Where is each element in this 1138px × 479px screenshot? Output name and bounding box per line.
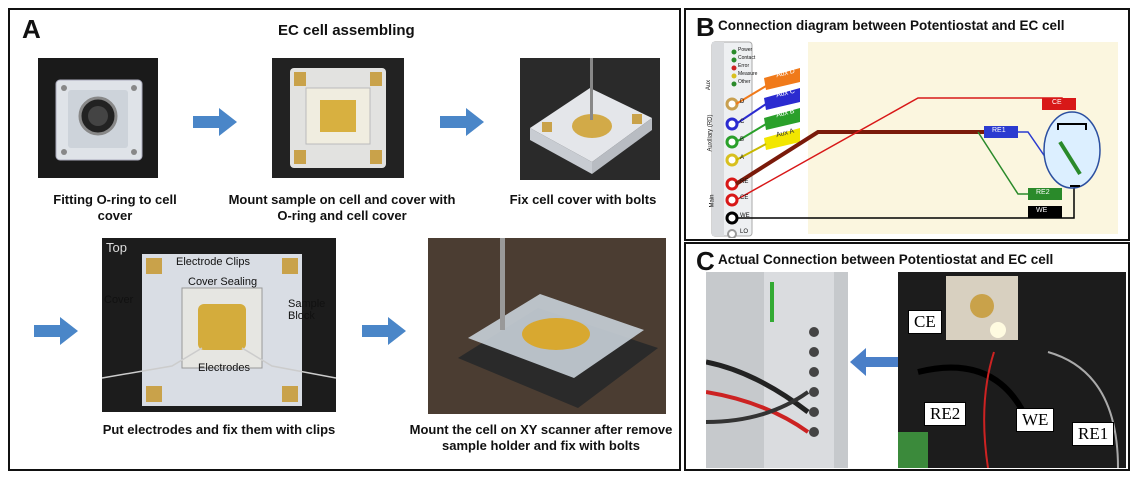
- photo-potentiostat: [706, 272, 848, 468]
- port-ce: CE: [740, 195, 749, 201]
- step-2-caption: Mount sample on cell and cover with O-ri…: [228, 192, 456, 223]
- panel-b-letter: B: [696, 12, 715, 42]
- legend-other: Other: [738, 79, 751, 85]
- photo-xy-scanner: [428, 238, 666, 414]
- port-lo: LO: [740, 229, 749, 235]
- arrow-right-icon: [440, 108, 484, 136]
- panel-a: A EC cell assembling Fitting O-ring to c…: [8, 8, 681, 471]
- legend-contact: Contact: [738, 55, 756, 61]
- label-re2: RE2: [924, 402, 967, 426]
- panel-a-title: EC cell assembling: [278, 22, 415, 39]
- step-4-caption: Put electrodes and fix them with clips: [102, 422, 336, 437]
- annotation-cover: Cover: [104, 294, 134, 306]
- photo-mount-sample: [272, 58, 404, 178]
- annotation-cover-sealing: Cover Sealing: [188, 276, 258, 288]
- arrow-right-icon: [362, 317, 406, 345]
- port-b: B: [740, 137, 745, 143]
- electrodes-illustration: [102, 254, 336, 406]
- arrow-right-icon: [34, 317, 78, 345]
- oring-cover-illustration: [55, 79, 143, 161]
- photo-electrodes: [102, 238, 336, 412]
- panel-b: B Connection diagram between Potentiosta…: [684, 8, 1130, 241]
- mount-sample-illustration: [290, 68, 386, 168]
- tag-ce: CE: [1052, 99, 1062, 106]
- fix-bolts-illustration: [530, 58, 652, 174]
- panel-a-letter: A: [22, 14, 41, 44]
- port-we: WE: [740, 213, 750, 219]
- port-d: D: [740, 99, 745, 105]
- xy-scanner-illustration: [428, 238, 666, 414]
- annotation-electrode-clips: Electrode Clips: [176, 256, 250, 268]
- panel-c: C Actual Connection between Potentiostat…: [684, 242, 1130, 471]
- label-ce: CE: [908, 310, 942, 334]
- potentiostat-illustration: [706, 272, 848, 468]
- tag-re2: RE2: [1036, 189, 1050, 196]
- sidebar-label-main: Main: [709, 194, 716, 208]
- photo-oring-cover: [38, 58, 158, 178]
- tag-re1: RE1: [992, 127, 1006, 134]
- port-re: RE: [740, 179, 749, 185]
- legend-error: Error: [738, 63, 750, 69]
- port-c: C: [740, 119, 745, 125]
- annotation-electrodes: Electrodes: [198, 362, 250, 374]
- legend-measure: Measure: [738, 71, 758, 77]
- step-5-caption: Mount the cell on XY scanner after remov…: [409, 422, 673, 453]
- tag-we: WE: [1036, 207, 1048, 214]
- annotation-top: Top: [106, 240, 127, 255]
- panel-c-title: Actual Connection between Potentiostat a…: [718, 252, 1054, 267]
- double-arrow-icon: [850, 348, 920, 376]
- connection-diagram: [711, 41, 1118, 238]
- sidebar-label-aux: Aux: [706, 79, 713, 91]
- label-we: WE: [1016, 408, 1055, 432]
- port-a: A: [740, 155, 745, 161]
- panel-b-title: Connection diagram between Potentiostat …: [718, 18, 1065, 33]
- arrow-right-icon: [193, 108, 237, 136]
- label-re1: RE1: [1072, 422, 1115, 446]
- step-3-caption: Fix cell cover with bolts: [509, 192, 657, 207]
- legend-power: Power: [738, 47, 753, 53]
- step-1-caption: Fitting O-ring to cell cover: [53, 192, 177, 223]
- panel-c-letter: C: [696, 246, 715, 276]
- photo-fix-bolts: [520, 58, 660, 180]
- annotation-sample-block: Sample Block: [288, 298, 326, 322]
- sidebar-label-auxiliary: Auxiliary (RD): [707, 114, 714, 152]
